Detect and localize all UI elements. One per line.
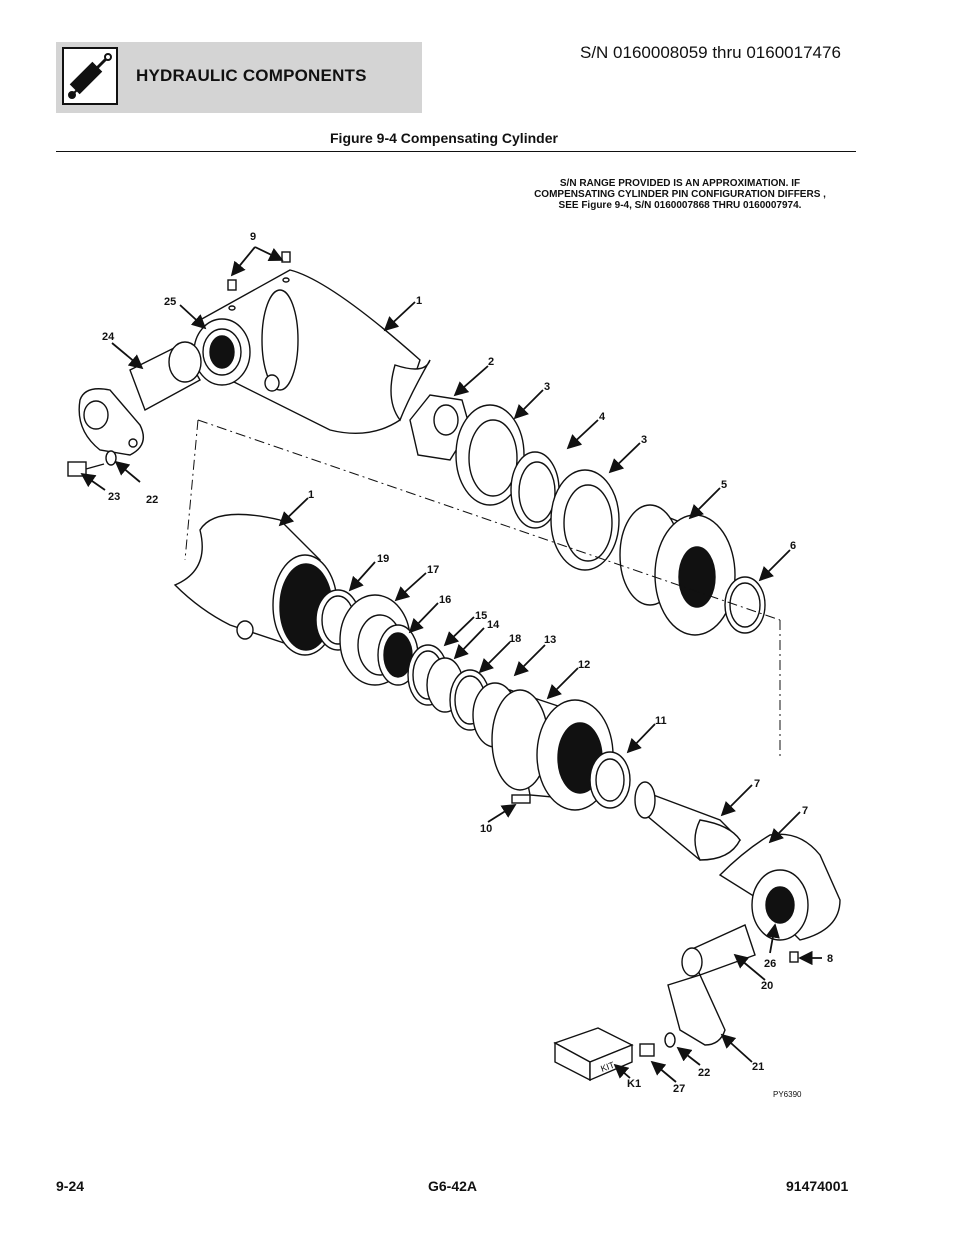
callout-16: 16	[439, 594, 451, 606]
page-number: 9-24	[56, 1178, 85, 1194]
kit-label: KIT	[599, 1060, 616, 1074]
callout-13: 13	[544, 634, 556, 646]
callout-24: 24	[102, 331, 115, 343]
callout-22-upper: 22	[146, 494, 158, 506]
kit-box	[553, 1027, 634, 1082]
section-title: HYDRAULIC COMPONENTS	[136, 66, 367, 85]
callout-14: 14	[487, 619, 500, 631]
callout-9: 9	[250, 231, 256, 243]
note-line-3: SEE Figure 9-4, S/N 0160007868 THRU 0160…	[558, 200, 802, 211]
ring-4	[510, 451, 560, 529]
callout-7-eye: 7	[802, 805, 808, 817]
callout-1-upper: 1	[416, 295, 422, 307]
callout-25: 25	[164, 296, 176, 308]
rod-7	[634, 781, 742, 861]
ring-6	[724, 576, 766, 634]
serial-range: S/N 0160008059 thru 0160017476	[580, 43, 841, 62]
cylinder-barrel-upper	[193, 269, 431, 435]
ring-3-b	[550, 469, 620, 571]
callout-1-lower: 1	[308, 489, 314, 501]
callout-5: 5	[721, 479, 727, 491]
piston-5	[619, 504, 736, 636]
drawing-id: PY6390	[773, 1090, 802, 1099]
pin-24	[78, 341, 202, 456]
figure-title: Figure 9-4 Compensating Cylinder	[330, 130, 558, 146]
callout-12: 12	[578, 659, 590, 671]
cylinder-barrel-lower	[173, 513, 338, 656]
gland-17-16	[339, 594, 419, 686]
doc-number: 91474001	[786, 1178, 849, 1194]
ring-3-a	[455, 404, 525, 506]
callout-3-b: 3	[641, 434, 647, 446]
callout-7-rod: 7	[754, 778, 760, 790]
note-line-2: COMPENSATING CYLINDER PIN CONFIGURATION …	[534, 189, 826, 200]
callout-17: 17	[427, 564, 439, 576]
callout-15: 15	[475, 610, 487, 622]
callout-27: 27	[673, 1083, 685, 1095]
callout-21: 21	[752, 1061, 764, 1073]
section-header: HYDRAULIC COMPONENTS	[56, 42, 422, 113]
callout-26: 26	[764, 958, 776, 970]
callout-22-lower: 22	[698, 1067, 710, 1079]
plate-21	[667, 974, 726, 1046]
title-rule	[56, 151, 856, 152]
callout-8: 8	[827, 953, 833, 965]
rod-eye-7	[718, 833, 841, 941]
callout-k1: K1	[627, 1078, 641, 1090]
bolt-27	[639, 1043, 655, 1057]
bolt-23-washer-22	[67, 450, 117, 477]
pin-20	[681, 924, 756, 977]
serial-note: S/N RANGE PROVIDED IS AN APPROXIMATION. …	[510, 178, 850, 211]
note-line-1: S/N RANGE PROVIDED IS AN APPROXIMATION. …	[559, 178, 801, 189]
callout-3-a: 3	[544, 381, 550, 393]
model-number: G6-42A	[428, 1178, 478, 1194]
callout-18: 18	[509, 633, 521, 645]
washer-22	[664, 1032, 676, 1048]
hydraulic-cylinder-icon	[62, 47, 118, 105]
callout-20: 20	[761, 980, 773, 992]
callout-10: 10	[480, 823, 492, 835]
fitting-10	[511, 794, 531, 804]
callout-4: 4	[599, 411, 606, 423]
callout-23: 23	[108, 491, 120, 503]
fitting-8	[789, 951, 799, 963]
callout-2: 2	[488, 356, 494, 368]
callout-19: 19	[377, 553, 389, 565]
callout-11: 11	[655, 715, 667, 727]
callout-6: 6	[790, 540, 796, 552]
